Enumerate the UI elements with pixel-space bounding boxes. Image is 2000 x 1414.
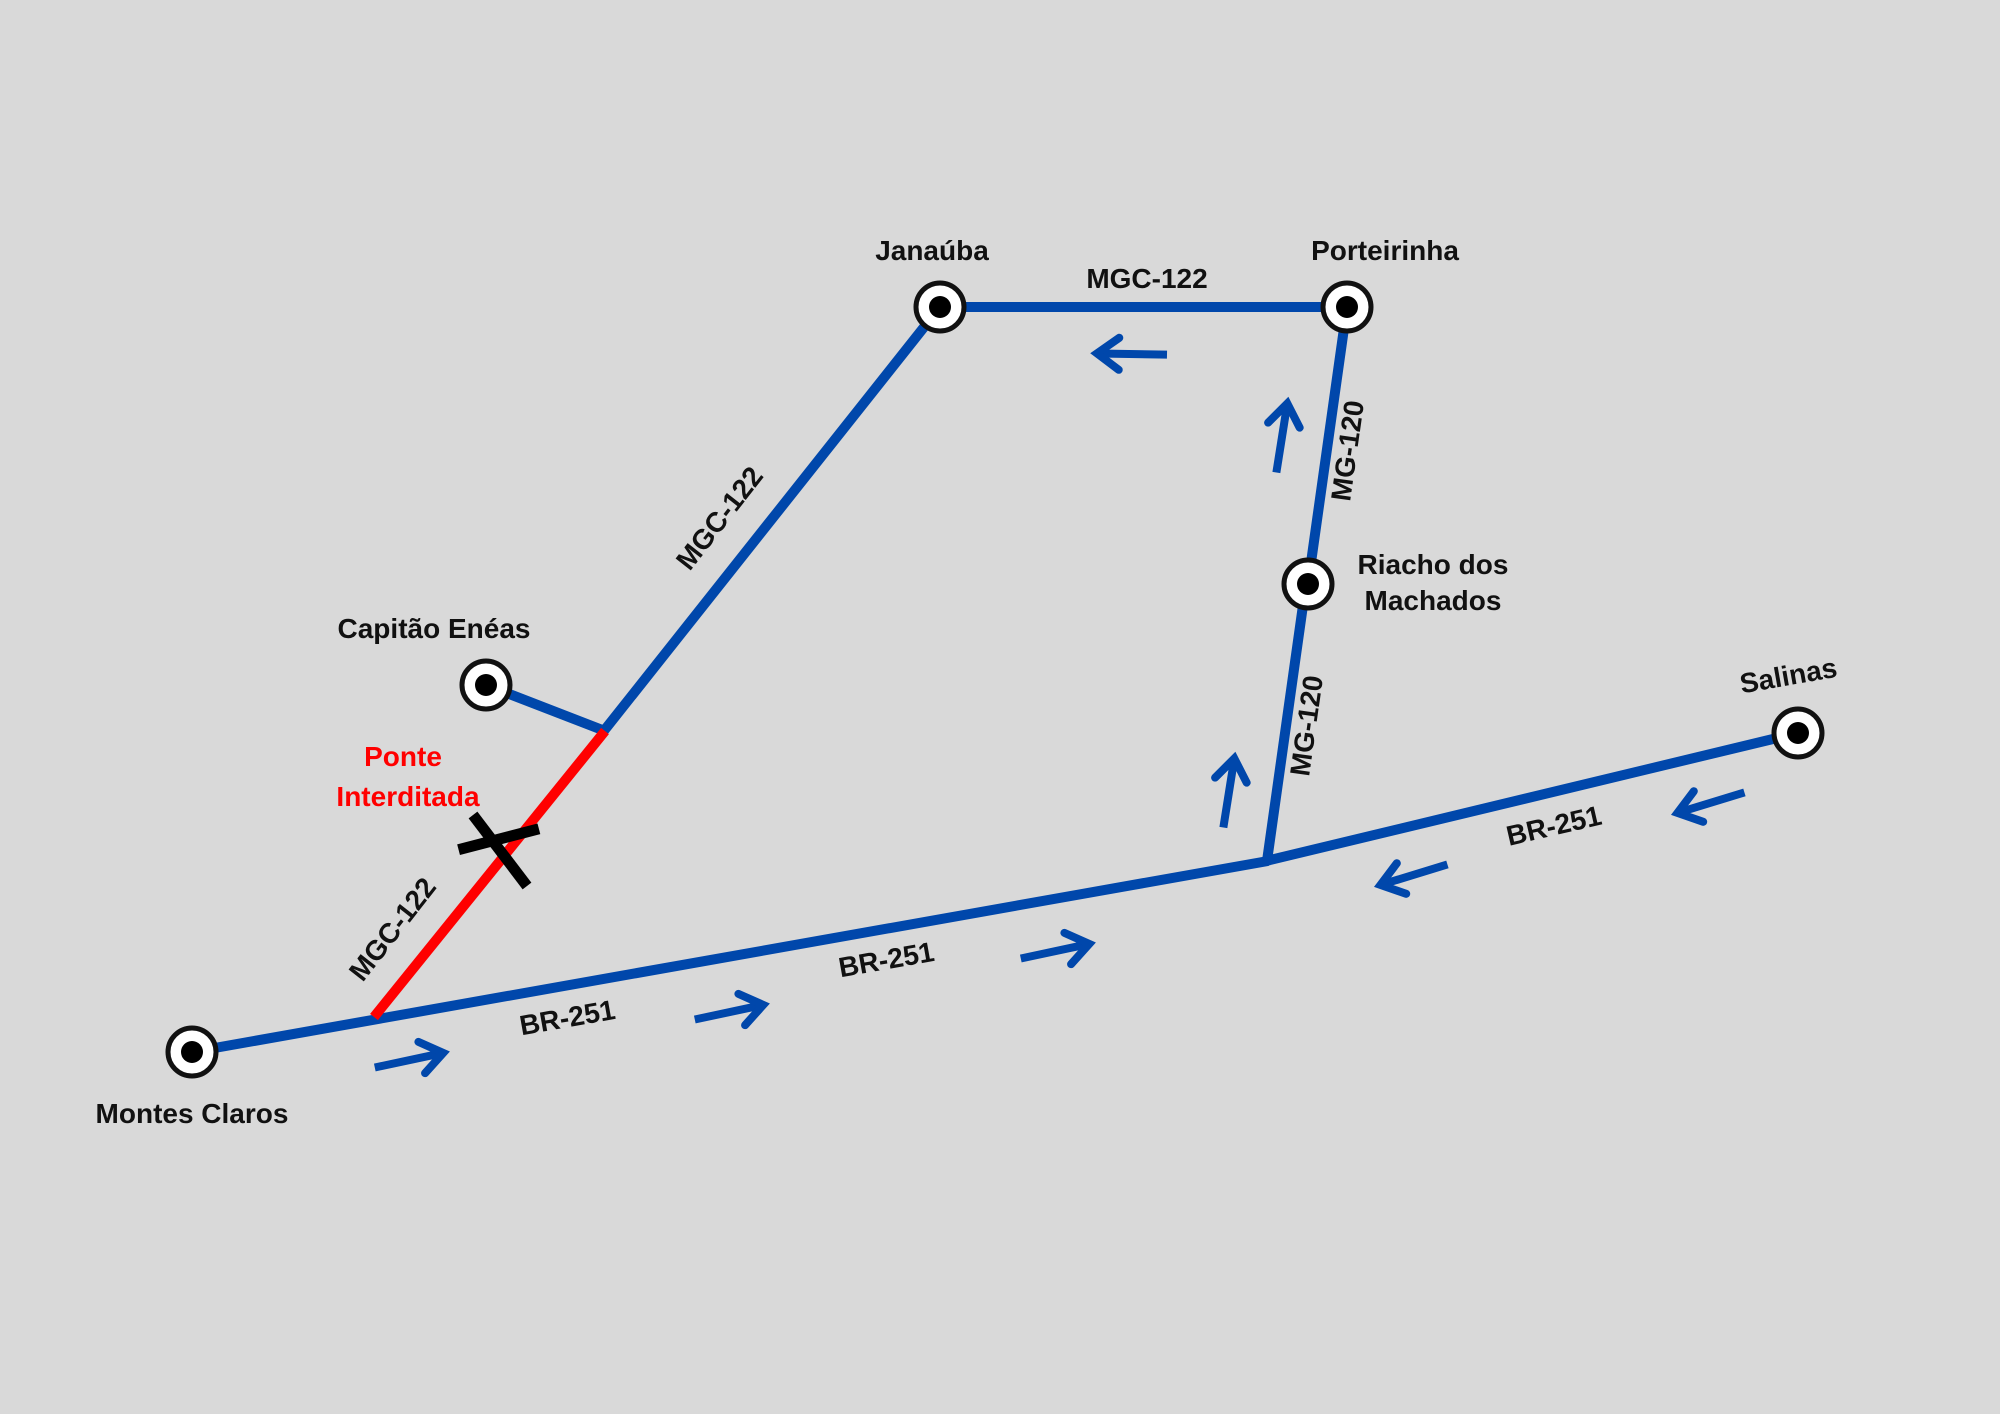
road-mgc122-diagonal xyxy=(599,303,944,736)
city-marker-icon-porteirinha xyxy=(1323,283,1371,331)
road-label-mgc122-lower: MGC-122 xyxy=(343,872,442,987)
city-marker-icon-riacho-dos-machados xyxy=(1284,560,1332,608)
city-marker-icon-montes-claros xyxy=(168,1028,216,1076)
city-marker-icon-capitao-eneas xyxy=(462,661,510,709)
city-label-porteirinha: Porteirinha xyxy=(1311,235,1459,266)
city-label-salinas: Salinas xyxy=(1737,652,1839,700)
direction-arrow-icon xyxy=(1017,928,1092,974)
road-closed-x-icon xyxy=(457,811,541,890)
direction-arrow-icon xyxy=(1208,756,1251,830)
city-label-riacho-line1: Riacho dos xyxy=(1358,549,1509,580)
direction-arrow-icon xyxy=(691,989,766,1035)
road-label-br251-b: BR-251 xyxy=(836,936,936,983)
road-mg120-lower xyxy=(1262,583,1311,862)
road-label-br251-c: BR-251 xyxy=(1503,800,1604,852)
road-mgc122-closed-segment xyxy=(370,727,609,1021)
direction-arrow-icon xyxy=(1673,777,1749,828)
road-label-br251-a: BR-251 xyxy=(517,994,617,1041)
direction-arrows xyxy=(371,337,1749,1083)
city-marker-icon-salinas xyxy=(1774,709,1822,757)
city-label-riacho-line2: Machados xyxy=(1365,585,1502,616)
direction-arrow-icon xyxy=(1097,337,1168,370)
direction-arrow-icon xyxy=(371,1037,446,1083)
direction-arrow-icon xyxy=(1261,401,1304,475)
road-label-mgc122-top: MGC-122 xyxy=(1086,263,1207,294)
road-br251-east xyxy=(1264,728,1800,866)
road-br251-west xyxy=(191,856,1269,1057)
road-mg120-upper xyxy=(1303,306,1352,585)
city-label-montes-claros: Montes Claros xyxy=(96,1098,289,1129)
closure-warning: Ponte Interditada xyxy=(336,741,480,812)
road-labels: MGC-122 MGC-122 MGC-122 MG-120 MG-120 BR… xyxy=(343,263,1604,1041)
city-label-janauba: Janaúba xyxy=(875,235,989,266)
city-label-capitao-eneas: Capitão Enéas xyxy=(338,613,531,644)
road-label-mgc122-diagonal: MGC-122 xyxy=(670,461,769,576)
city-marker-icon-janauba xyxy=(916,283,964,331)
direction-arrow-icon xyxy=(1376,849,1452,900)
closure-label-line2: Interditada xyxy=(336,781,480,812)
city-labels: Janaúba Porteirinha Riacho dos Machados … xyxy=(96,235,1840,1129)
road-network xyxy=(191,302,1800,1057)
closure-label-line1: Ponte xyxy=(364,741,442,772)
